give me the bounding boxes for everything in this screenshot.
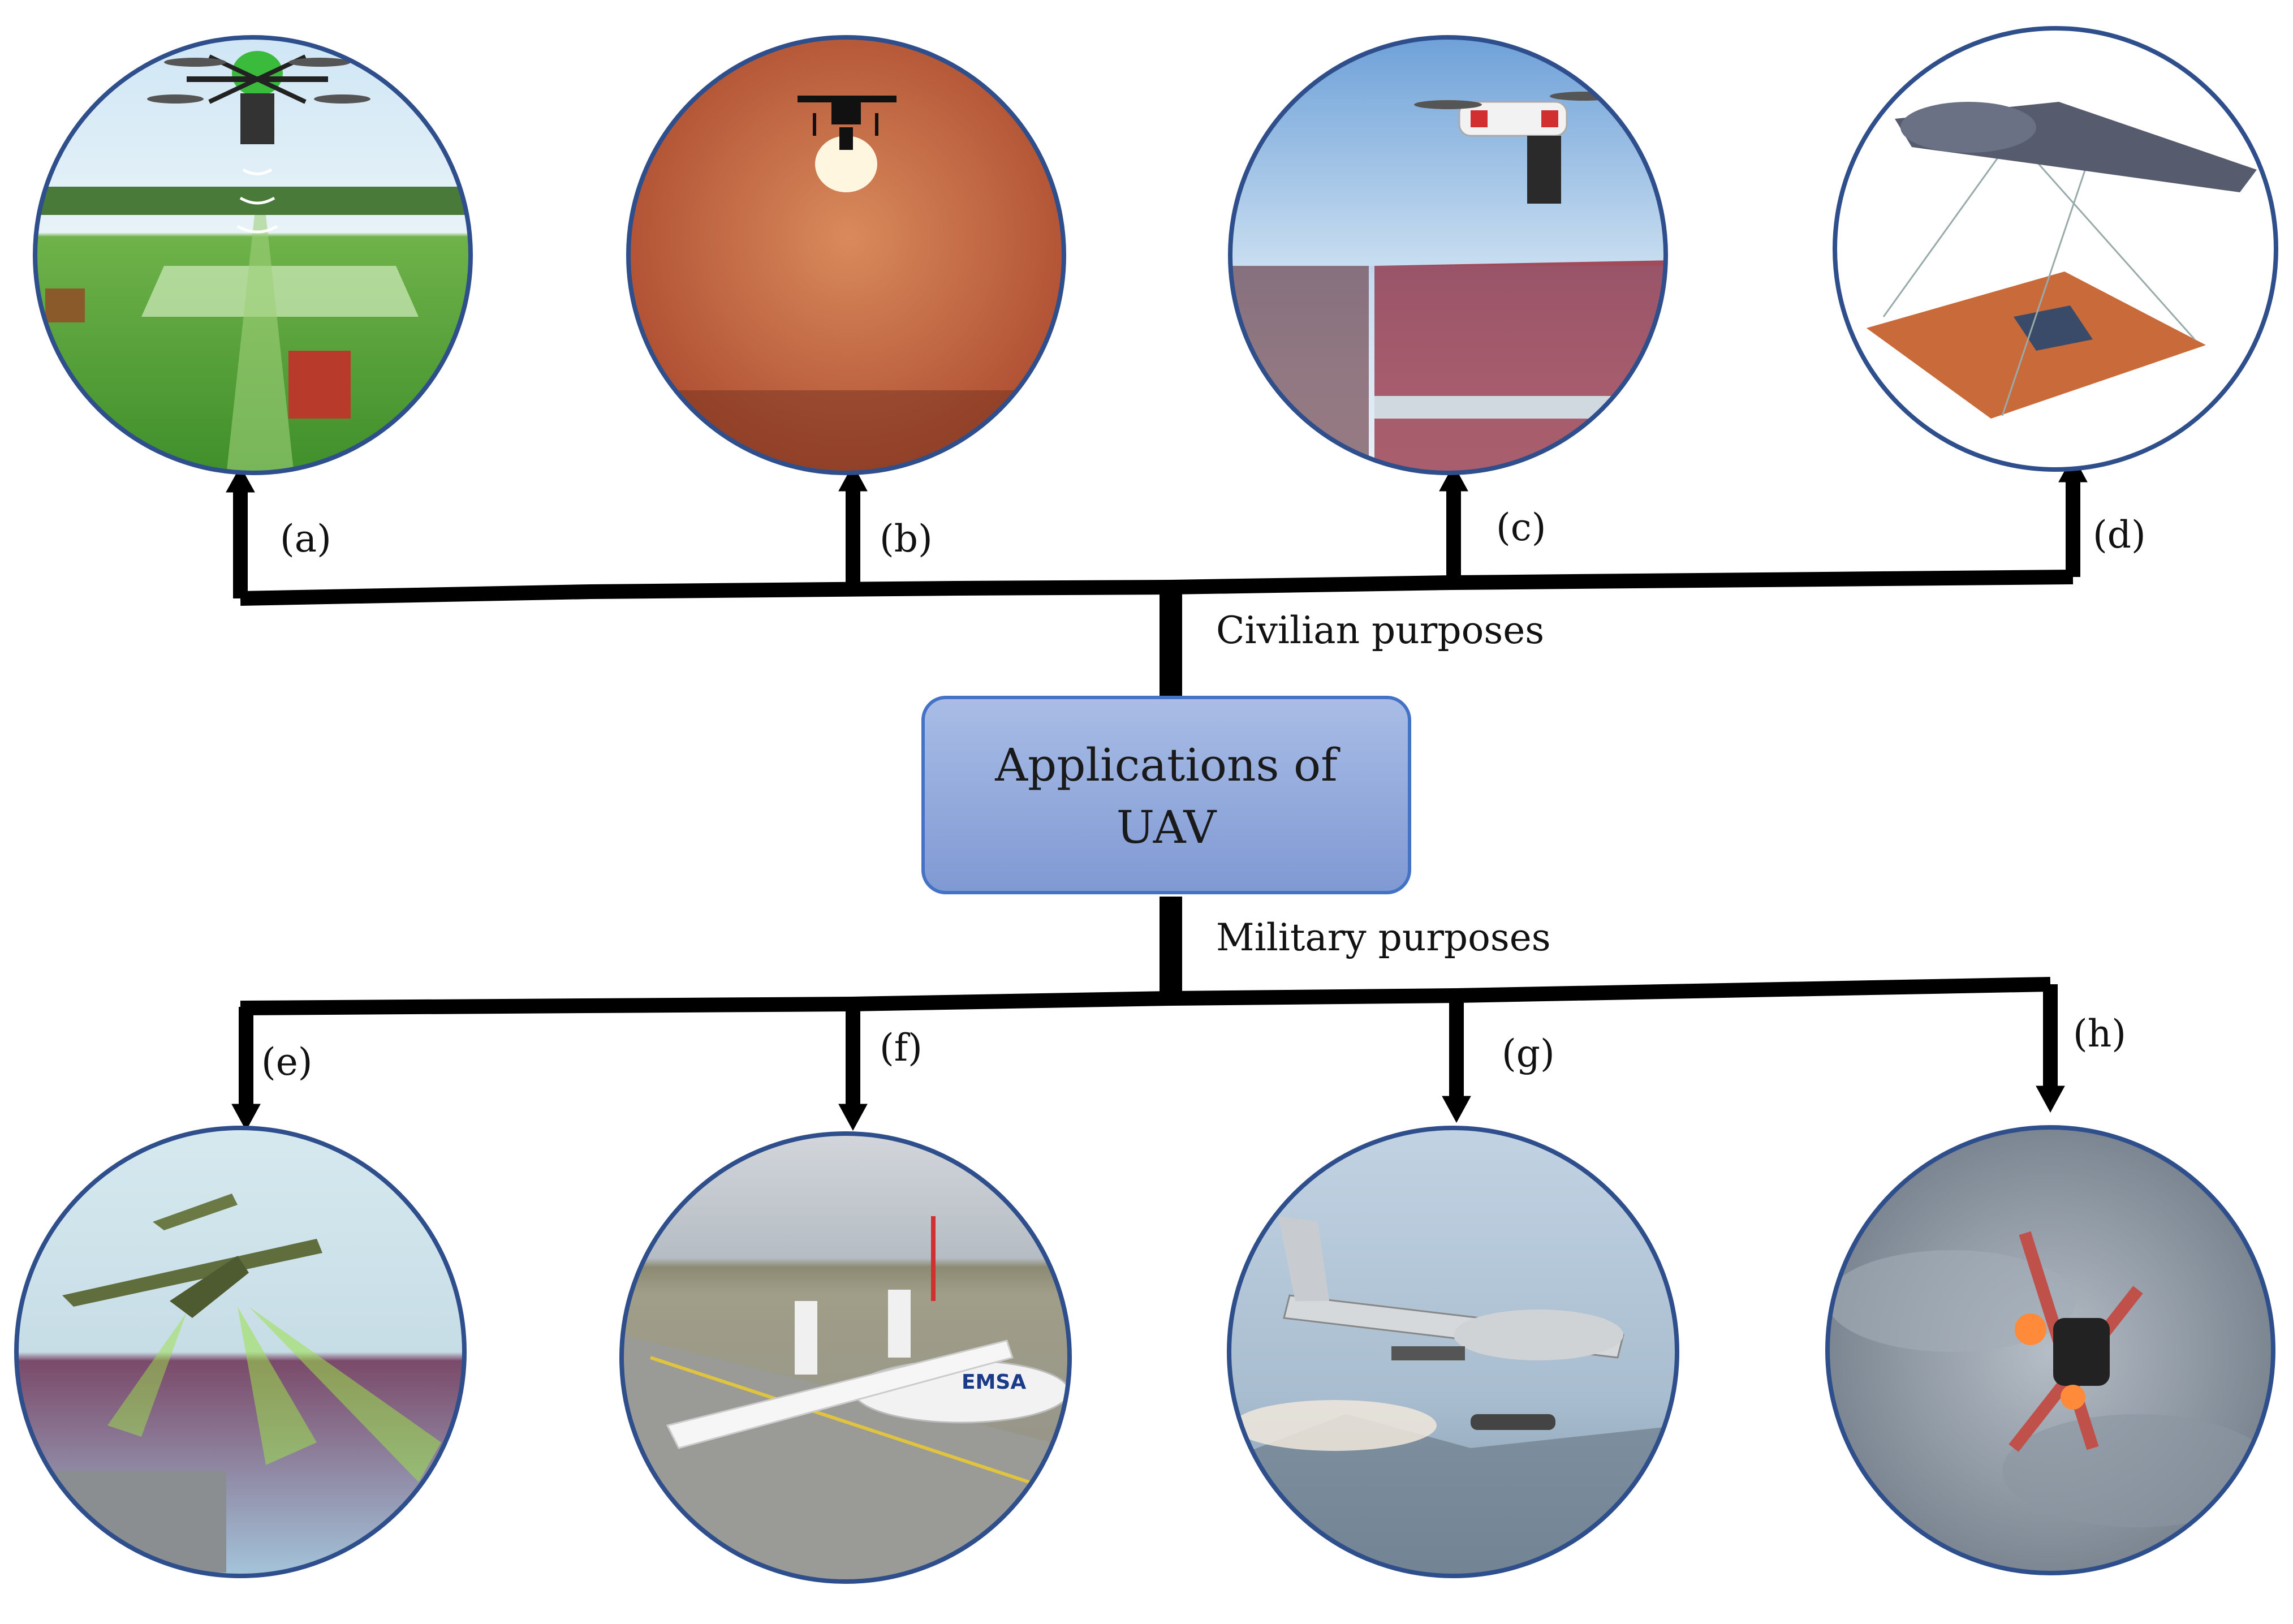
svg-text:EMSA: EMSA [962, 1371, 1026, 1394]
arrow-g [1442, 1096, 1471, 1122]
panel-label-h: (h) [2073, 1012, 2126, 1056]
arrow-h [2036, 1086, 2064, 1112]
arrow-f [839, 1104, 867, 1130]
panel-label-d: (d) [2093, 513, 2146, 557]
emsa-drone-runway-image: EMSA [619, 1131, 1075, 1584]
fixed-wing-mapping-drone-image [1833, 28, 2285, 481]
panel-label-a: (a) [280, 517, 331, 561]
military-branch-label: Military purposes [1216, 916, 1551, 959]
center-title-line1: Applications of [994, 739, 1341, 791]
panel-label-e: (e) [261, 1040, 313, 1084]
panel-label-b: (b) [880, 517, 933, 561]
stadium-camera-drone-image [1222, 34, 1674, 486]
military-bus-line [240, 984, 2050, 1008]
panel-label-f: (f) [880, 1026, 923, 1070]
agricultural-spraying-drone-image [34, 34, 475, 475]
armed-drone-missile-image [1227, 1126, 1680, 1578]
drone-firing-clouds-image [1824, 1126, 2277, 1578]
center-box [923, 697, 1410, 893]
center-title-line2: UAV [1117, 801, 1217, 854]
civilian-branch-label: Civilian purposes [1216, 609, 1544, 652]
panel-label-c: (c) [1496, 506, 1546, 549]
civilian-bus-line [240, 577, 2073, 598]
surveillance-uav-scanning-image [14, 1126, 467, 1578]
panel-label-g: (g) [1502, 1032, 1555, 1075]
drone-silhouette-sunset-image [622, 34, 1075, 486]
center-node: Applications of UAV [923, 697, 1410, 893]
